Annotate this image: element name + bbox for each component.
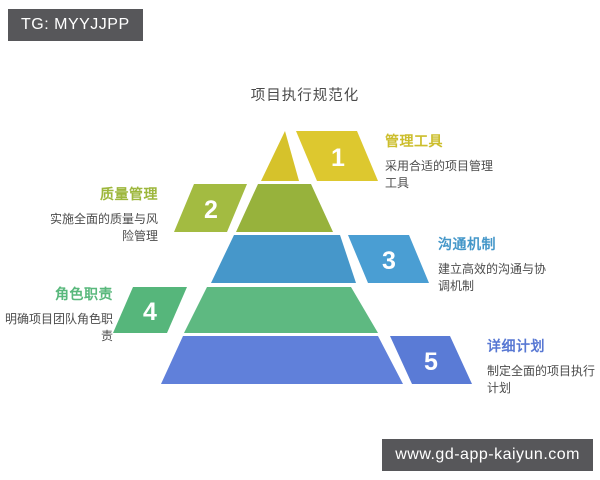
pyramid-level-4-tab [113,287,187,333]
pyramid-level-4-body [184,287,378,333]
level-3-number: 3 [382,247,396,275]
pyramid-level-1-body [261,131,299,181]
level-2-description: 实施全面的质量与风 险管理 [49,212,158,243]
level-5-description: 制定全面的项目执行 计划 [487,364,596,395]
watermark-badge-bottom-right: www.gd-app-kaiyun.com [382,439,593,471]
pyramid-level-1-tab [296,131,378,181]
level-1-label: 管理工具 [385,133,443,149]
level-2-label: 质量管理 [100,186,158,202]
diagram-title: 项目执行规范化 [250,88,360,104]
pyramid-level-3-tab [348,235,429,283]
level-2-text-block: 质量管理 实施全面的质量与风 险管理 [18,184,158,245]
pyramid-level-2-tab [174,184,247,232]
level-4-number: 4 [143,298,157,326]
pyramid-level-2-body [236,184,333,232]
watermark-badge-top-left: TG: MYYJJPP [8,9,143,41]
level-4-label: 角色职责 [55,286,113,302]
pyramid-level-5-tab [390,336,472,384]
level-3-label: 沟通机制 [438,236,496,252]
level-5-label: 详细计划 [487,338,545,354]
level-4-description: 明确项目团队角色职 责 [4,312,113,343]
pyramid-level-5-body [161,336,403,384]
level-3-description: 建立高效的沟通与协 调机制 [438,262,547,293]
level-2-number: 2 [204,196,218,224]
level-1-text-block: 管理工具 采用合适的项目管理 工具 [385,131,530,192]
level-3-text-block: 沟通机制 建立高效的沟通与协 调机制 [438,234,583,295]
level-5-number: 5 [424,348,438,376]
level-1-number: 1 [331,144,345,172]
level-4-text-block: 角色职责 明确项目团队角色职 责 [0,284,113,345]
level-5-text-block: 详细计划 制定全面的项目执行 计划 [487,336,600,397]
level-1-description: 采用合适的项目管理 工具 [385,159,494,190]
pyramid-level-3-body [211,235,356,283]
